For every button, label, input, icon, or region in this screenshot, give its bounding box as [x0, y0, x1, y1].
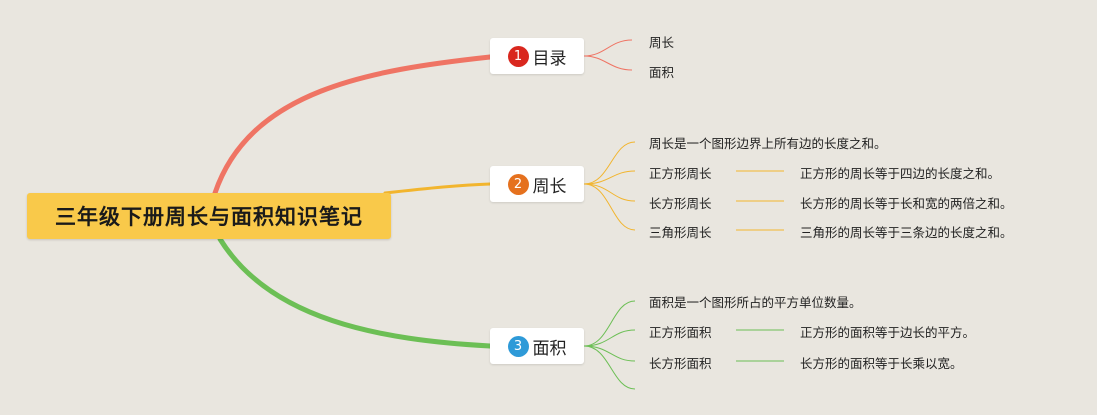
leaf-mianji[interactable]: 面积 — [649, 65, 675, 80]
leaf-triangle[interactable]: 三角形周长 — [649, 225, 712, 240]
leaf-rectangle[interactable]: 长方形面积 — [649, 356, 712, 371]
root-node[interactable]: 三年级下册周长与面积知识笔记 — [27, 193, 391, 239]
leaf-square-detail[interactable]: 正方形的面积等于边长的平方。 — [800, 325, 976, 340]
branch-label: 目录 — [532, 48, 567, 69]
leaf-rectangle-detail[interactable]: 长方形的周长等于长和宽的两倍之和。 — [800, 196, 1013, 211]
leaf-square[interactable]: 正方形周长 — [649, 166, 712, 181]
branch-mianji[interactable]: 3 面积 — [490, 328, 584, 364]
leaf-square-detail[interactable]: 正方形的周长等于四边的长度之和。 — [800, 166, 1001, 181]
connector-root-to-mulu — [212, 54, 493, 196]
number-badge-icon: 2 — [507, 173, 529, 195]
connector-root-to-mianji — [217, 236, 493, 349]
leaf-triangle-detail[interactable]: 三角形的周长等于三条边的长度之和。 — [800, 225, 1013, 240]
connector-root-to-zhouchang — [383, 182, 492, 195]
branch-mulu[interactable]: 1 目录 — [490, 38, 584, 74]
leaf-square[interactable]: 正方形面积 — [649, 325, 712, 340]
number-badge-icon: 3 — [507, 335, 529, 357]
leaf-zhouchang[interactable]: 周长 — [649, 35, 675, 50]
root-title: 三年级下册周长与面积知识笔记 — [55, 205, 363, 229]
branch-zhouchang[interactable]: 2 周长 — [490, 166, 584, 202]
leaf-rectangle[interactable]: 长方形周长 — [649, 196, 712, 211]
branch-label: 面积 — [532, 338, 567, 359]
leaf-definition[interactable]: 周长是一个图形边界上所有边的长度之和。 — [649, 136, 887, 151]
branch-label: 周长 — [532, 176, 567, 197]
leaf-rectangle-detail[interactable]: 长方形的面积等于长乘以宽。 — [800, 356, 963, 371]
leaf-definition[interactable]: 面积是一个图形所占的平方单位数量。 — [649, 295, 862, 310]
number-badge-icon: 1 — [507, 45, 529, 67]
